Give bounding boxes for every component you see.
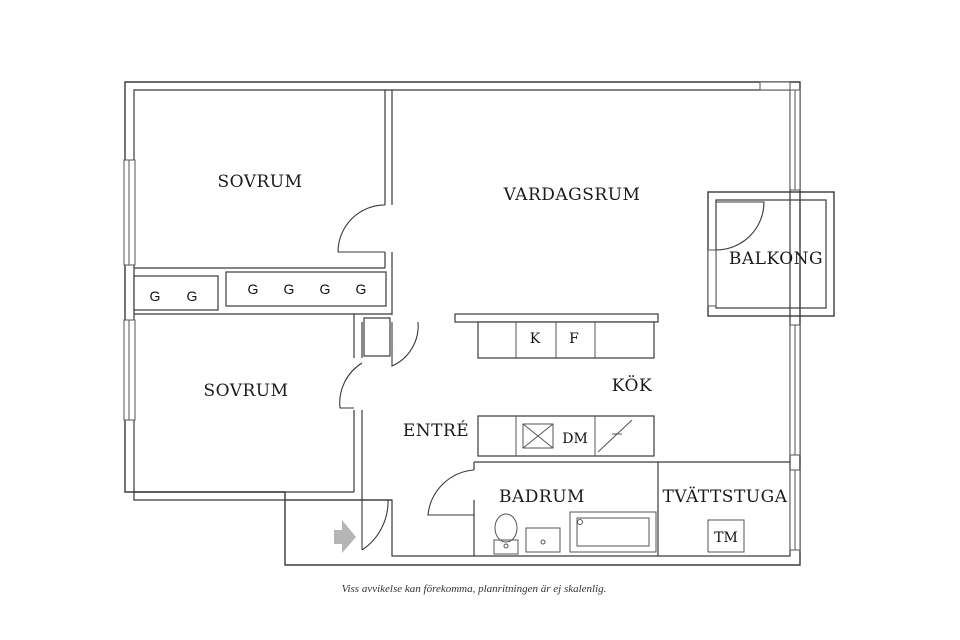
closet-g-4: G xyxy=(284,281,295,297)
room-label-sovrum-1: SOVRUM xyxy=(217,172,302,192)
room-label-vardagsrum: VARDAGSRUM xyxy=(503,185,641,205)
closet-labels-left: G G xyxy=(150,288,198,304)
bathroom-fixtures xyxy=(493,511,657,555)
dryer xyxy=(707,519,745,553)
bathroom-door xyxy=(427,469,475,516)
arrow-right-icon xyxy=(334,520,356,553)
bedroom-2-door xyxy=(339,362,363,409)
room-label-kok: KÖK xyxy=(612,375,652,396)
closet-g-5: G xyxy=(320,281,331,297)
bedroom-1-door xyxy=(337,204,386,253)
bedroom-2-walls xyxy=(134,314,363,500)
closet-g-1: G xyxy=(150,288,161,304)
freezer-label: F xyxy=(569,331,579,347)
bedroom-1-walls xyxy=(134,90,393,315)
fridge-label: K xyxy=(530,331,541,347)
entry-closet-door xyxy=(391,321,419,367)
windows xyxy=(123,81,801,551)
room-label-tvattstuga: TVÄTTSTUGA xyxy=(663,486,788,507)
closet-g-6: G xyxy=(356,281,367,297)
kitchen-island xyxy=(454,313,659,359)
dishwasher-label: DM xyxy=(562,431,588,447)
closet-labels-right: G G G G xyxy=(248,281,367,297)
room-label-balkong: BALKONG xyxy=(729,249,823,269)
balcony xyxy=(707,191,835,317)
dryer-label: TM xyxy=(714,530,738,546)
entry-closet xyxy=(363,317,391,357)
closets xyxy=(133,271,392,315)
closet-g-2: G xyxy=(187,288,198,304)
disclaimer-text: Viss avvikelse kan förekomma, planritnin… xyxy=(342,583,607,595)
kitchen-counter xyxy=(477,415,655,457)
entrance xyxy=(285,499,392,553)
room-label-badrum: BADRUM xyxy=(499,487,585,507)
room-label-entre: ENTRÉ xyxy=(403,420,469,441)
room-label-sovrum-2: SOVRUM xyxy=(203,381,288,401)
closet-g-3: G xyxy=(248,281,259,297)
bathroom-walls xyxy=(473,461,790,556)
